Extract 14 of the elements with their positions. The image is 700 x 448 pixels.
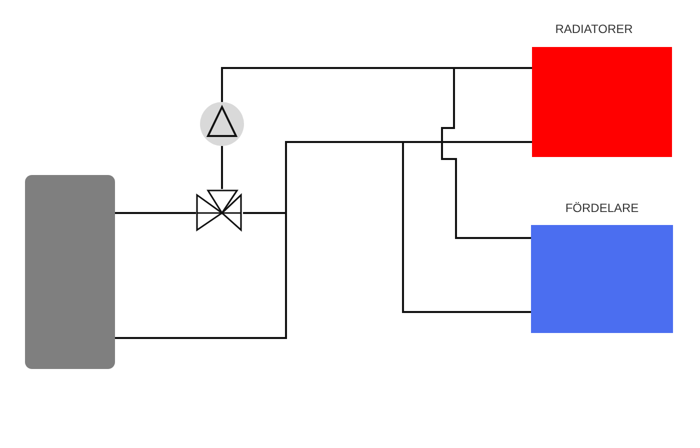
pipe-line — [221, 67, 454, 102]
pipe-line — [441, 68, 531, 239]
three-way-valve-symbol — [196, 189, 243, 233]
pipe-line — [115, 212, 196, 214]
pipe-line — [402, 142, 531, 313]
pipe-line — [403, 141, 532, 143]
pipe-line — [243, 212, 286, 214]
block-heading: FÖRDELARE — [565, 201, 639, 215]
block-heading: RADIATORER — [555, 22, 633, 36]
pipe-line — [454, 67, 532, 69]
pipe-line — [115, 213, 287, 339]
tank — [25, 175, 115, 369]
pump-symbol — [200, 102, 244, 146]
pipe-line — [285, 141, 403, 213]
